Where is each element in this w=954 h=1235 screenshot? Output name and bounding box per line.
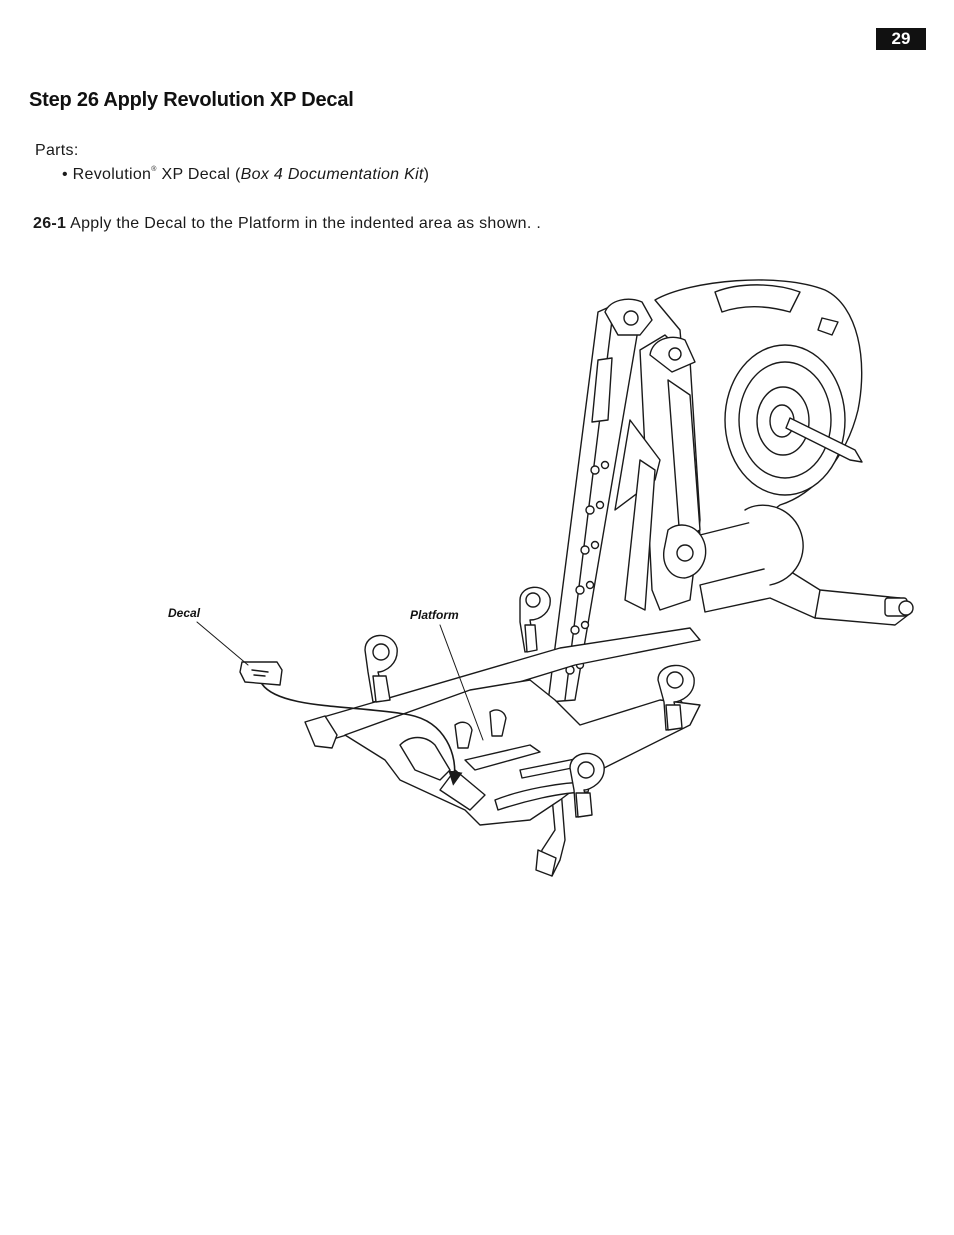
decal-leader-line: [196, 621, 249, 666]
part-source: Box 4 Documentation Kit: [240, 166, 424, 183]
rear-base-arm: [699, 564, 914, 626]
pedal-right: [657, 664, 695, 731]
page-number: 29: [876, 28, 926, 50]
pedal-front-left: [364, 634, 398, 703]
part-name: Revolution: [72, 166, 152, 183]
decal-callout: Decal: [168, 606, 201, 620]
platform-callout: Platform: [410, 608, 459, 622]
bullet: •: [62, 166, 68, 183]
platform-deck: [344, 679, 701, 826]
pedal-front: [569, 752, 605, 818]
left-tower: [547, 298, 653, 703]
decal-illustration: [239, 661, 283, 686]
assembly-diagram: Decal Platform: [168, 279, 914, 877]
flywheel-housing: [654, 279, 863, 586]
platform-leader-line: [439, 624, 484, 741]
parts-list-item: • Revolution® XP Decal (Box 4 Documentat…: [62, 166, 429, 184]
part-name-suffix: XP Decal (: [156, 166, 241, 183]
trademark-mark: ®: [151, 166, 157, 173]
pedal-rear-left: [519, 586, 551, 653]
parts-list: • Revolution® XP Decal (Box 4 Documentat…: [62, 166, 429, 184]
instruction-text: Apply the Decal to the Platform in the i…: [66, 215, 542, 232]
step-title: Step 26 Apply Revolution XP Decal: [29, 89, 354, 111]
parts-label: Parts:: [35, 142, 79, 159]
instruction: 26-1 Apply the Decal to the Platform in …: [33, 215, 541, 233]
part-close: ): [423, 166, 430, 183]
instruction-number: 26-1: [33, 215, 67, 232]
right-tower: [614, 334, 707, 611]
placement-arrow: [261, 683, 463, 786]
